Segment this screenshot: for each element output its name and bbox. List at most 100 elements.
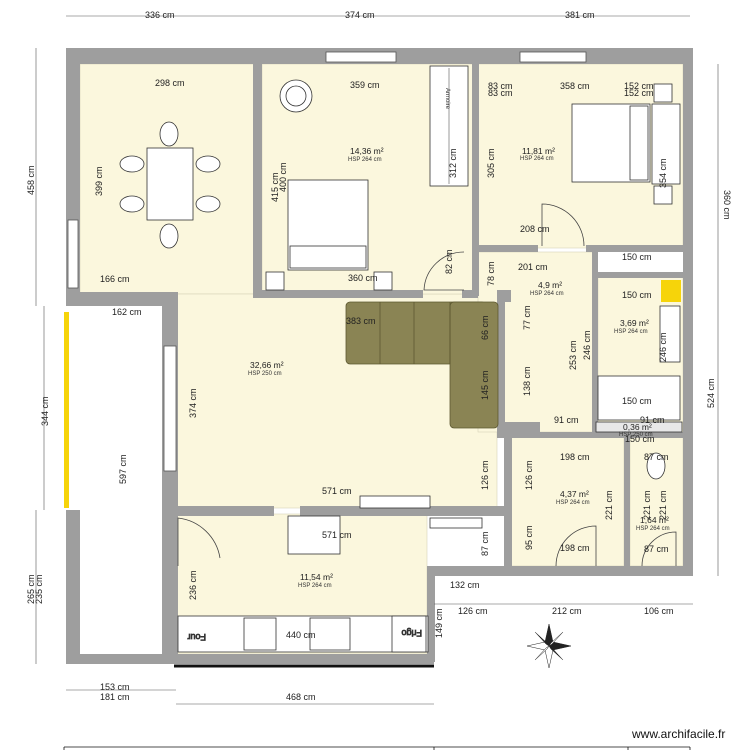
bed1-pillows: [289, 245, 367, 269]
plant-inner: [285, 85, 307, 107]
wall-bed1-bottom-r: [462, 290, 478, 298]
room-labels: 14,36 m² HSP 264 cm 11,81 m² HSP 264 cm …: [248, 146, 670, 589]
door-kitchen: [177, 517, 221, 566]
area-kitchen: 11,54 m²: [300, 572, 333, 582]
dim-399: 399 cm: [94, 166, 104, 196]
dim-162: 162 cm: [112, 307, 142, 317]
dim-77: 77 cm: [522, 305, 532, 330]
kitchen-island: [287, 515, 341, 555]
bed2: [571, 83, 681, 205]
dim-bottom-153: 153 cm: [100, 682, 130, 692]
dining-set: [119, 121, 221, 249]
wall-bottom-right: [427, 566, 693, 576]
dim-bottom-468: 468 cm: [286, 692, 316, 702]
dim-top-336: 336 cm: [145, 10, 175, 20]
oven-label: Four: [187, 632, 206, 642]
dim-bottom-132: 132 cm: [450, 580, 480, 590]
dim-298: 298 cm: [155, 78, 185, 88]
shower: [597, 375, 681, 421]
dim-145: 145 cm: [480, 370, 490, 400]
dimension-labels: 336 cm 374 cm 381 cm 458 cm 344 cm 265 c…: [26, 10, 732, 702]
chair: [119, 155, 145, 173]
dim-126b: 126 cm: [524, 460, 534, 490]
dim-83b: 83 cm: [488, 88, 513, 98]
dim-91a: 91 cm: [554, 415, 579, 425]
door-room3: [555, 525, 597, 567]
table-top: [359, 495, 431, 509]
dim-208: 208 cm: [520, 224, 550, 234]
toilet: [646, 452, 666, 480]
wall-kitchen-right: [427, 566, 435, 662]
dim-152a: 152 cm: [624, 81, 654, 91]
dim-597: 597 cm: [118, 454, 128, 484]
sink: [659, 305, 681, 363]
dim-150d: 150 cm: [625, 434, 655, 444]
area-hall: 4,9 m²: [538, 280, 562, 290]
hsp-bath: HSP 264 cm: [614, 329, 648, 335]
wall-bed1-left: [253, 64, 262, 296]
dim-87a: 87 cm: [644, 452, 669, 462]
dim-78: 78 cm: [486, 261, 496, 286]
door-bed2: [541, 203, 585, 247]
dim-198b: 198 cm: [560, 543, 590, 553]
wardrobe: Armoire: [429, 65, 469, 187]
chair: [159, 223, 179, 249]
dim-383: 383 cm: [346, 316, 376, 326]
sink-unit: [243, 617, 277, 651]
dim-359: 359 cm: [350, 80, 380, 90]
dim-221c: 221 cm: [658, 490, 668, 520]
dim-201: 201 cm: [518, 262, 548, 272]
closet: [651, 103, 681, 185]
dim-415: 415 cm: [270, 172, 280, 202]
bathroom-fixtures: [595, 305, 683, 480]
dim-126a: 126 cm: [480, 460, 490, 490]
dim-138: 138 cm: [522, 366, 532, 396]
dim-bottom-149: 149 cm: [434, 608, 444, 638]
storage-strip: [429, 517, 483, 529]
area-cupboard: 0,36 m²: [623, 422, 652, 432]
dim-305: 305 cm: [486, 148, 496, 178]
counter: [177, 615, 429, 653]
wall-bottom-left: [66, 654, 434, 664]
hsp-hall: HSP 264 cm: [530, 291, 564, 297]
area-living: 32,66 m²: [250, 360, 284, 370]
dim-354: 354 cm: [658, 158, 668, 188]
hsp-bedroom1: HSP 264 cm: [348, 157, 382, 163]
dining-table: [146, 147, 194, 221]
area-room3: 4,37 m²: [560, 489, 589, 499]
dim-bottom-106: 106 cm: [644, 606, 674, 616]
wall-left-step: [66, 292, 178, 306]
dim-left-344: 344 cm: [40, 396, 50, 426]
dim-198a: 198 cm: [560, 452, 590, 462]
dim-150c: 150 cm: [622, 396, 652, 406]
dim-87b: 87 cm: [644, 544, 669, 554]
dim-400: 400 cm: [278, 162, 288, 192]
floor-room3: [509, 435, 625, 567]
dim-571a: 571 cm: [322, 486, 352, 496]
dim-150b: 150 cm: [622, 290, 652, 300]
hsp-bedroom2: HSP 264 cm: [520, 156, 554, 162]
fridge: [391, 615, 427, 653]
watermark: www.archifacile.fr: [631, 727, 725, 741]
window-left-low: [163, 345, 177, 472]
dim-left-235: 235 cm: [34, 574, 44, 604]
wall-left-lower: [66, 510, 80, 664]
windows: [67, 51, 587, 472]
nightstand: [653, 83, 673, 103]
nightstand: [653, 185, 673, 205]
dim-374: 374 cm: [188, 388, 198, 418]
dim-571b: 571 cm: [322, 530, 352, 540]
dim-left-265: 265 cm: [26, 574, 36, 604]
wall-left-inner-low: [162, 506, 178, 654]
wall-bed1-bottom: [253, 290, 423, 298]
dim-bottom-212: 212 cm: [552, 606, 582, 616]
compass-icon: [526, 623, 572, 669]
chair: [159, 121, 179, 147]
hob: [309, 617, 351, 651]
dim-83a: 83 cm: [488, 81, 513, 91]
sofa: [345, 301, 499, 429]
dim-bottom-126: 126 cm: [458, 606, 488, 616]
window-bed2: [519, 51, 587, 63]
hsp-kitchen: HSP 264 cm: [298, 583, 332, 589]
